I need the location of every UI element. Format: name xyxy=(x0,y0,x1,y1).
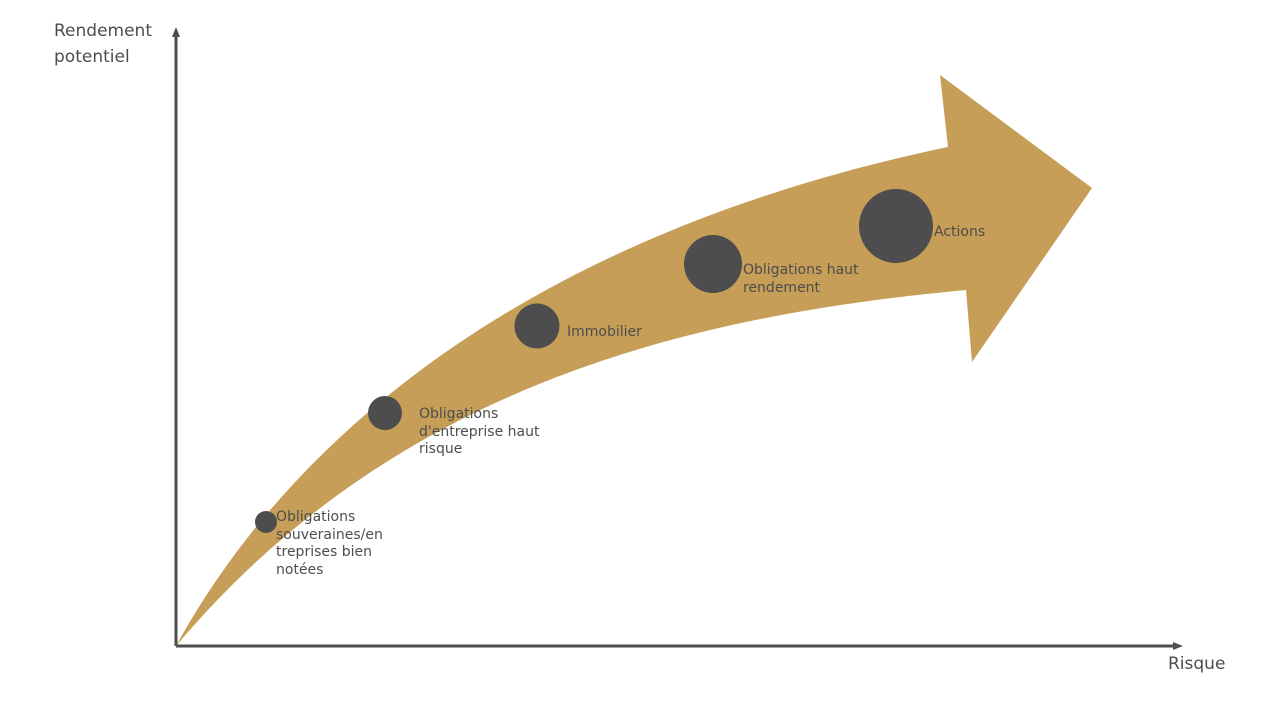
point-marker-5 xyxy=(859,189,933,263)
point-marker-3 xyxy=(514,303,560,349)
x-axis-title: Risque xyxy=(1168,654,1226,674)
point-marker-2 xyxy=(368,396,402,430)
point-label-1: Obligations souveraines/en treprises bie… xyxy=(276,509,383,578)
y-axis-title: Rendement potentiel xyxy=(54,21,152,67)
y-axis-arrowhead xyxy=(172,27,180,37)
point-label-4: Obligations haut rendement xyxy=(743,262,859,296)
point-label-3: Immobilier xyxy=(567,324,642,340)
point-label-2: Obligations d'entreprise haut risque xyxy=(419,406,540,457)
x-axis-arrowhead xyxy=(1173,642,1183,650)
point-label-5: Actions xyxy=(934,224,986,240)
point-marker-1 xyxy=(255,511,277,533)
point-marker-4 xyxy=(684,235,742,293)
